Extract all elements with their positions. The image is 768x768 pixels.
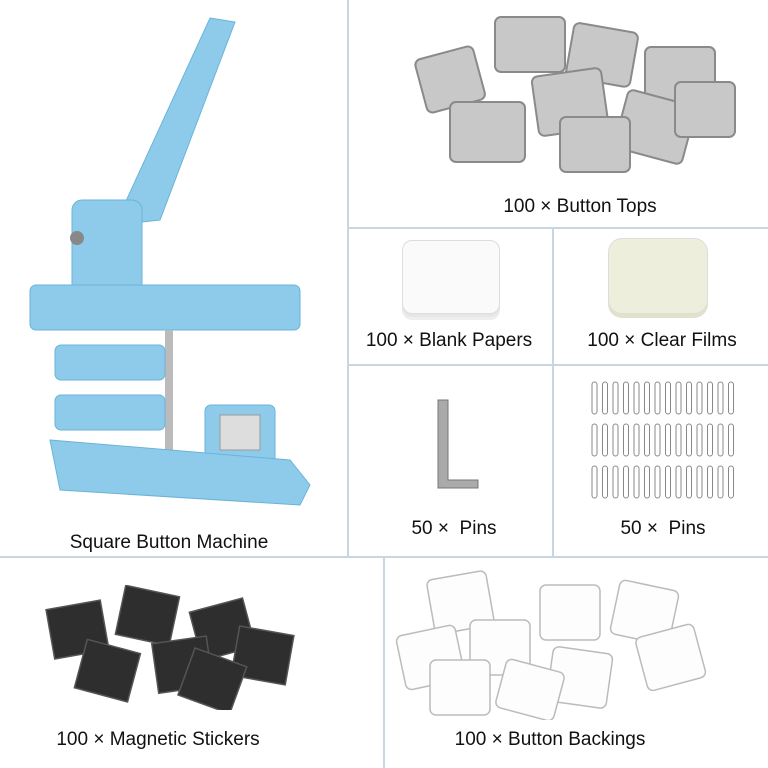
clear-films-image — [608, 238, 708, 314]
button-tops-image — [414, 16, 736, 173]
safety-pin — [717, 381, 724, 415]
safety-pin — [623, 465, 629, 499]
safety-pin — [654, 381, 661, 415]
safety-pin — [696, 381, 703, 415]
safety-pin — [602, 381, 608, 415]
magnetic-stickers-label: 100 × Magnetic Stickers — [56, 729, 260, 750]
safety-pin — [591, 381, 598, 415]
divider — [347, 227, 768, 229]
divider — [383, 556, 385, 768]
safety-pin — [707, 423, 713, 457]
safety-pin — [665, 423, 671, 457]
safety-pin — [675, 381, 682, 415]
pins-label: 50 × Pins — [411, 518, 497, 539]
magnetic-stickers-image — [45, 585, 295, 710]
safety-pin — [728, 465, 734, 499]
safety-pin — [633, 423, 640, 457]
safety-pin — [591, 423, 598, 457]
divider — [552, 227, 554, 557]
blank-papers-image — [402, 240, 500, 314]
safety-pin — [612, 465, 619, 499]
safety-pin — [633, 465, 640, 499]
safety-pin — [696, 465, 703, 499]
safety-pin — [623, 423, 629, 457]
safety-pin — [602, 465, 608, 499]
clear-films-label: 100 × Clear Films — [587, 330, 737, 351]
safety-pin — [686, 465, 692, 499]
safety-pin — [612, 423, 619, 457]
safety-pin — [707, 465, 713, 499]
safety-pin — [686, 381, 692, 415]
hex-wrench-image — [437, 399, 479, 489]
button-tops-label: 100 × Button Tops — [503, 196, 657, 217]
safety-pin — [602, 423, 608, 457]
safety-pin — [675, 423, 682, 457]
safety-pin — [717, 423, 724, 457]
safety-pin — [654, 423, 661, 457]
safety-pin — [665, 465, 671, 499]
safety-pin — [728, 381, 734, 415]
safety-pin — [707, 381, 713, 415]
divider — [347, 0, 349, 557]
machine-label: Square Button Machine — [69, 532, 269, 553]
safety-pin — [644, 423, 650, 457]
safety-pin — [644, 381, 650, 415]
divider — [347, 364, 768, 366]
button-machine-image — [29, 17, 311, 506]
safety-pin — [728, 423, 734, 457]
safety-pin — [675, 465, 682, 499]
blank-papers-label: 100 × Blank Papers — [365, 330, 533, 351]
safety-pin — [623, 381, 629, 415]
safety-pin — [654, 465, 661, 499]
safety-pin — [591, 465, 598, 499]
safety-pin — [686, 423, 692, 457]
button-backings-label: 100 × Button Backings — [454, 729, 646, 750]
safety-pins-image — [591, 381, 734, 499]
safety-pin — [612, 381, 619, 415]
safety-pin — [696, 423, 703, 457]
safety-pin — [633, 381, 640, 415]
button-backings-image — [395, 570, 707, 720]
safety-pin — [717, 465, 724, 499]
safety-pin — [644, 465, 650, 499]
safety-pins-label: 50 × Pins — [620, 518, 706, 539]
safety-pin — [665, 381, 671, 415]
